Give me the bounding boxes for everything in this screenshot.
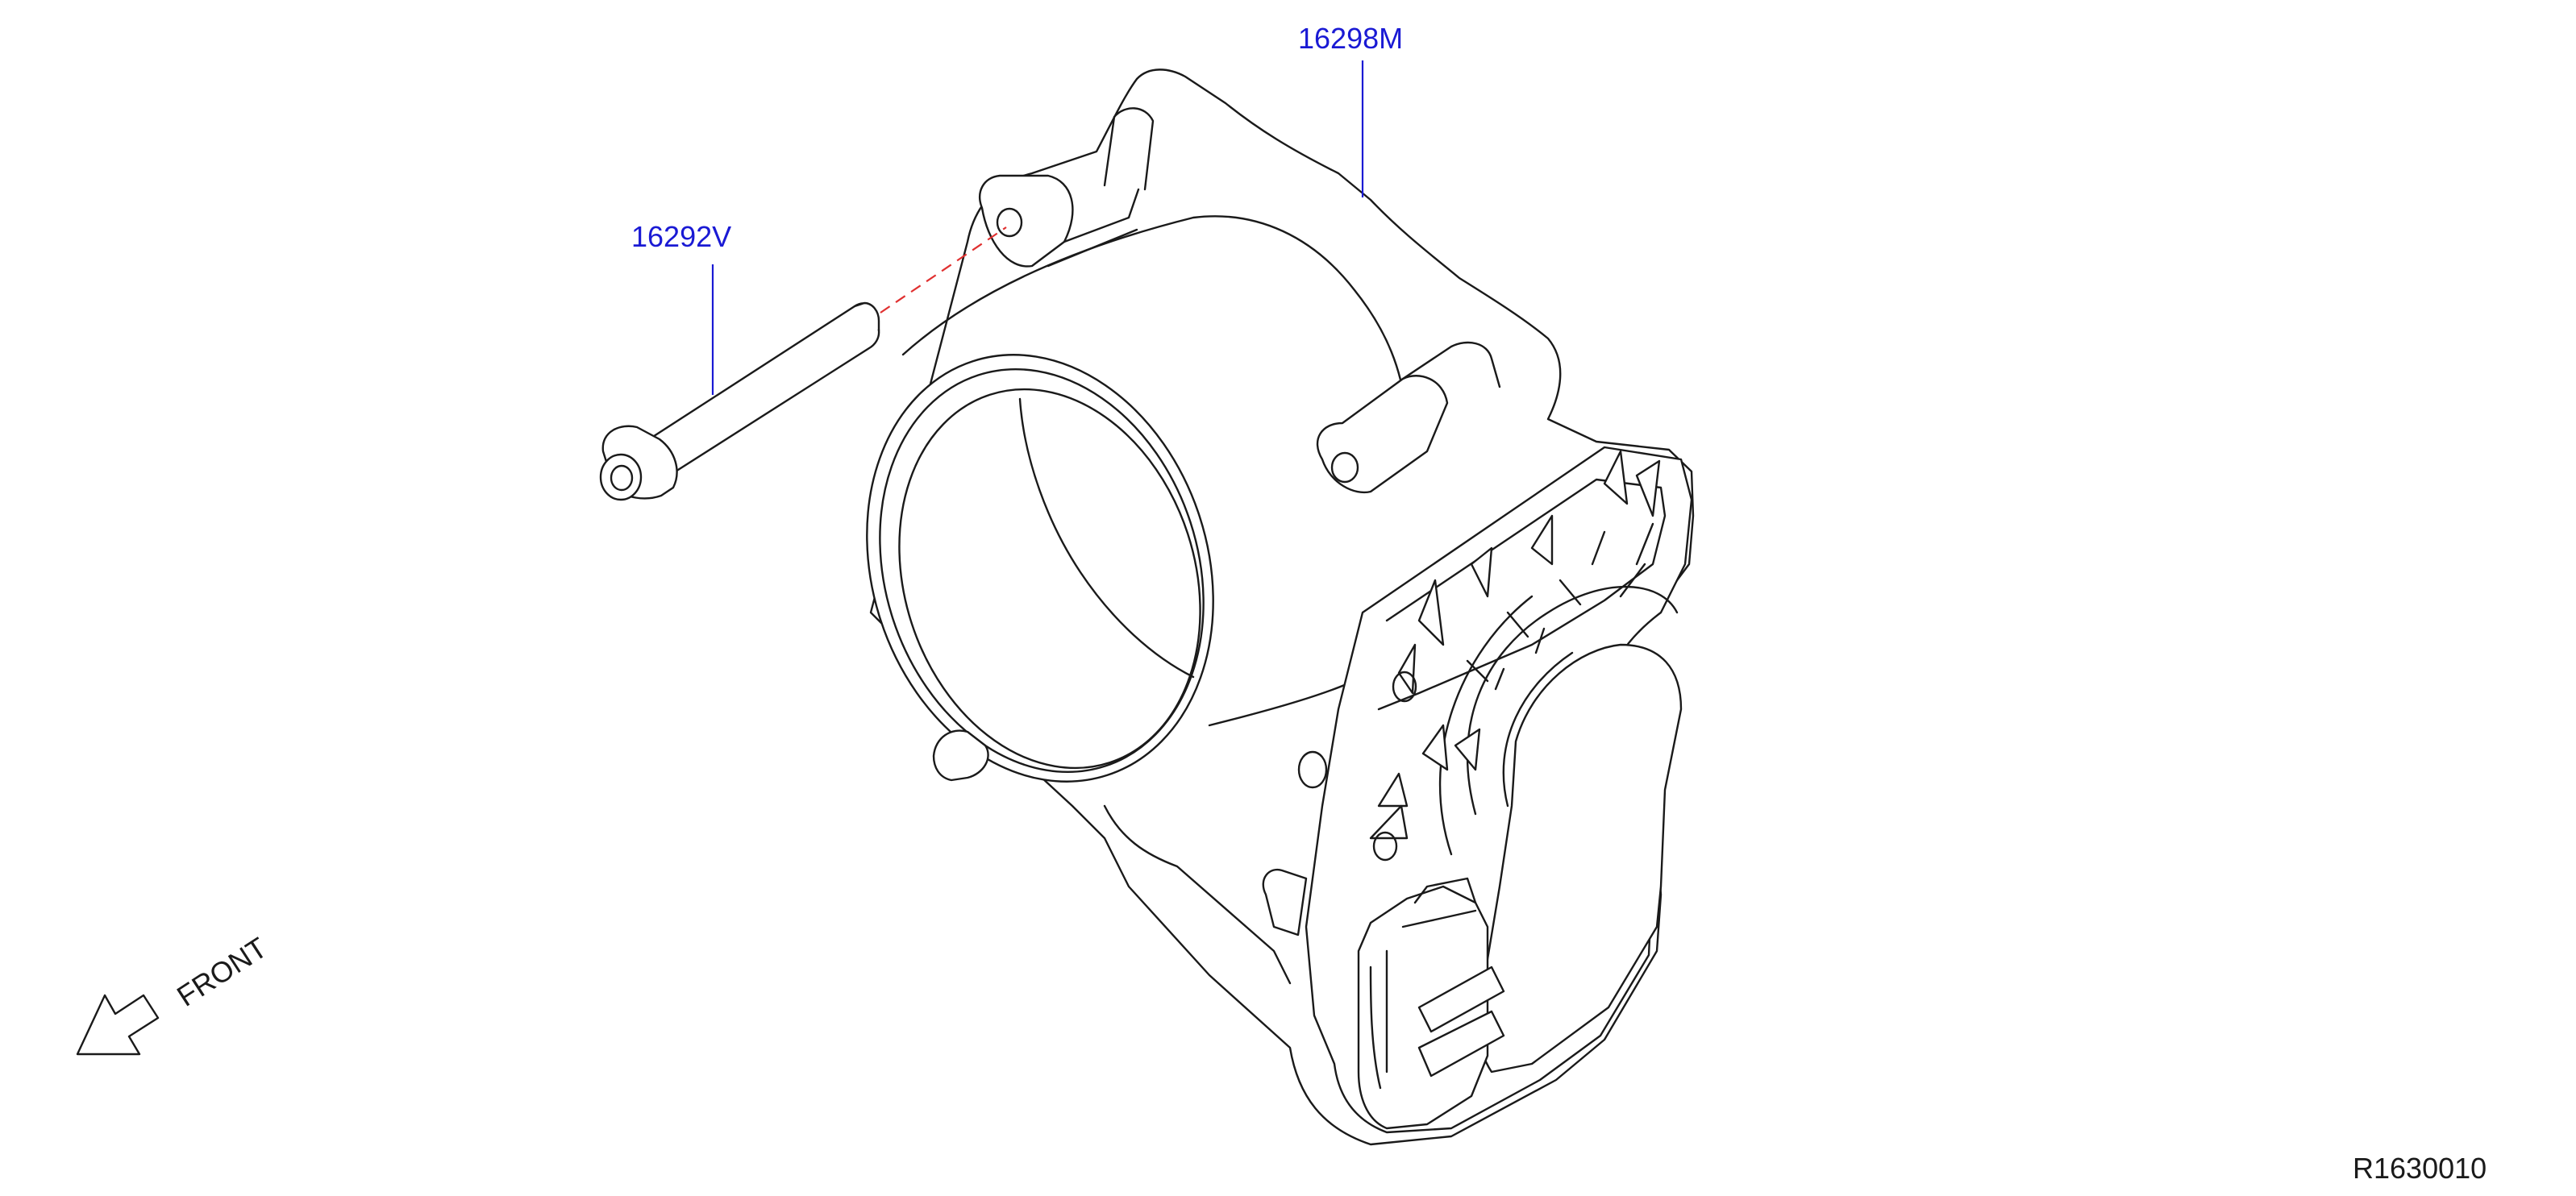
bolt-head-outer [599, 453, 643, 501]
bore-inner-depth [1018, 397, 1195, 679]
bore-barrel [901, 215, 1409, 421]
side-hole [1297, 750, 1328, 789]
upper-mount-hole [996, 207, 1023, 238]
front-label: FRONT [171, 931, 273, 1013]
motor-housing-rim [1377, 478, 1667, 711]
connector-tab-lower [1417, 1010, 1505, 1078]
reference-code: R1630010 [2353, 1152, 2487, 1185]
upper-boss-pillar [1103, 107, 1155, 191]
mounting-bolt[interactable] [599, 301, 880, 501]
connector-edge [1369, 949, 1388, 1090]
right-mount-hole [1330, 451, 1359, 484]
bolt-shank [647, 302, 880, 477]
right-boss-top [1401, 341, 1501, 388]
bolt-tip [853, 301, 880, 332]
connector-latch [1401, 877, 1477, 928]
connector-tab-upper [1417, 966, 1505, 1033]
callout-throttle-body[interactable]: 16298M [1298, 22, 1403, 197]
bolt-head-inner [610, 464, 634, 492]
install-path-dashed-line [880, 226, 1007, 314]
inlet-ring-outer [866, 354, 1214, 783]
bottom-stub [1262, 868, 1308, 936]
motor-face-hole-upper [1392, 671, 1417, 703]
upper-mount-boss [979, 174, 1074, 268]
front-arrow-icon [76, 994, 160, 1056]
bottom-ear [1103, 804, 1292, 985]
throttle-body[interactable] [814, 69, 1695, 1146]
inlet-ring-inner [898, 388, 1201, 770]
right-mount-boss [1317, 375, 1449, 494]
callout-bolt-label: 16292V [631, 220, 731, 253]
gear-cover-ribs [1369, 450, 1679, 856]
motor-face-hole-lower [1372, 831, 1398, 862]
callout-throttle-body-label: 16298M [1298, 22, 1403, 55]
front-indicator: FRONT [76, 931, 273, 1056]
callout-bolt[interactable]: 16292V [631, 220, 731, 395]
lower-left-stub [932, 729, 989, 782]
inlet-ring-mid [879, 368, 1205, 774]
upper-boss-ridge [1047, 188, 1140, 268]
